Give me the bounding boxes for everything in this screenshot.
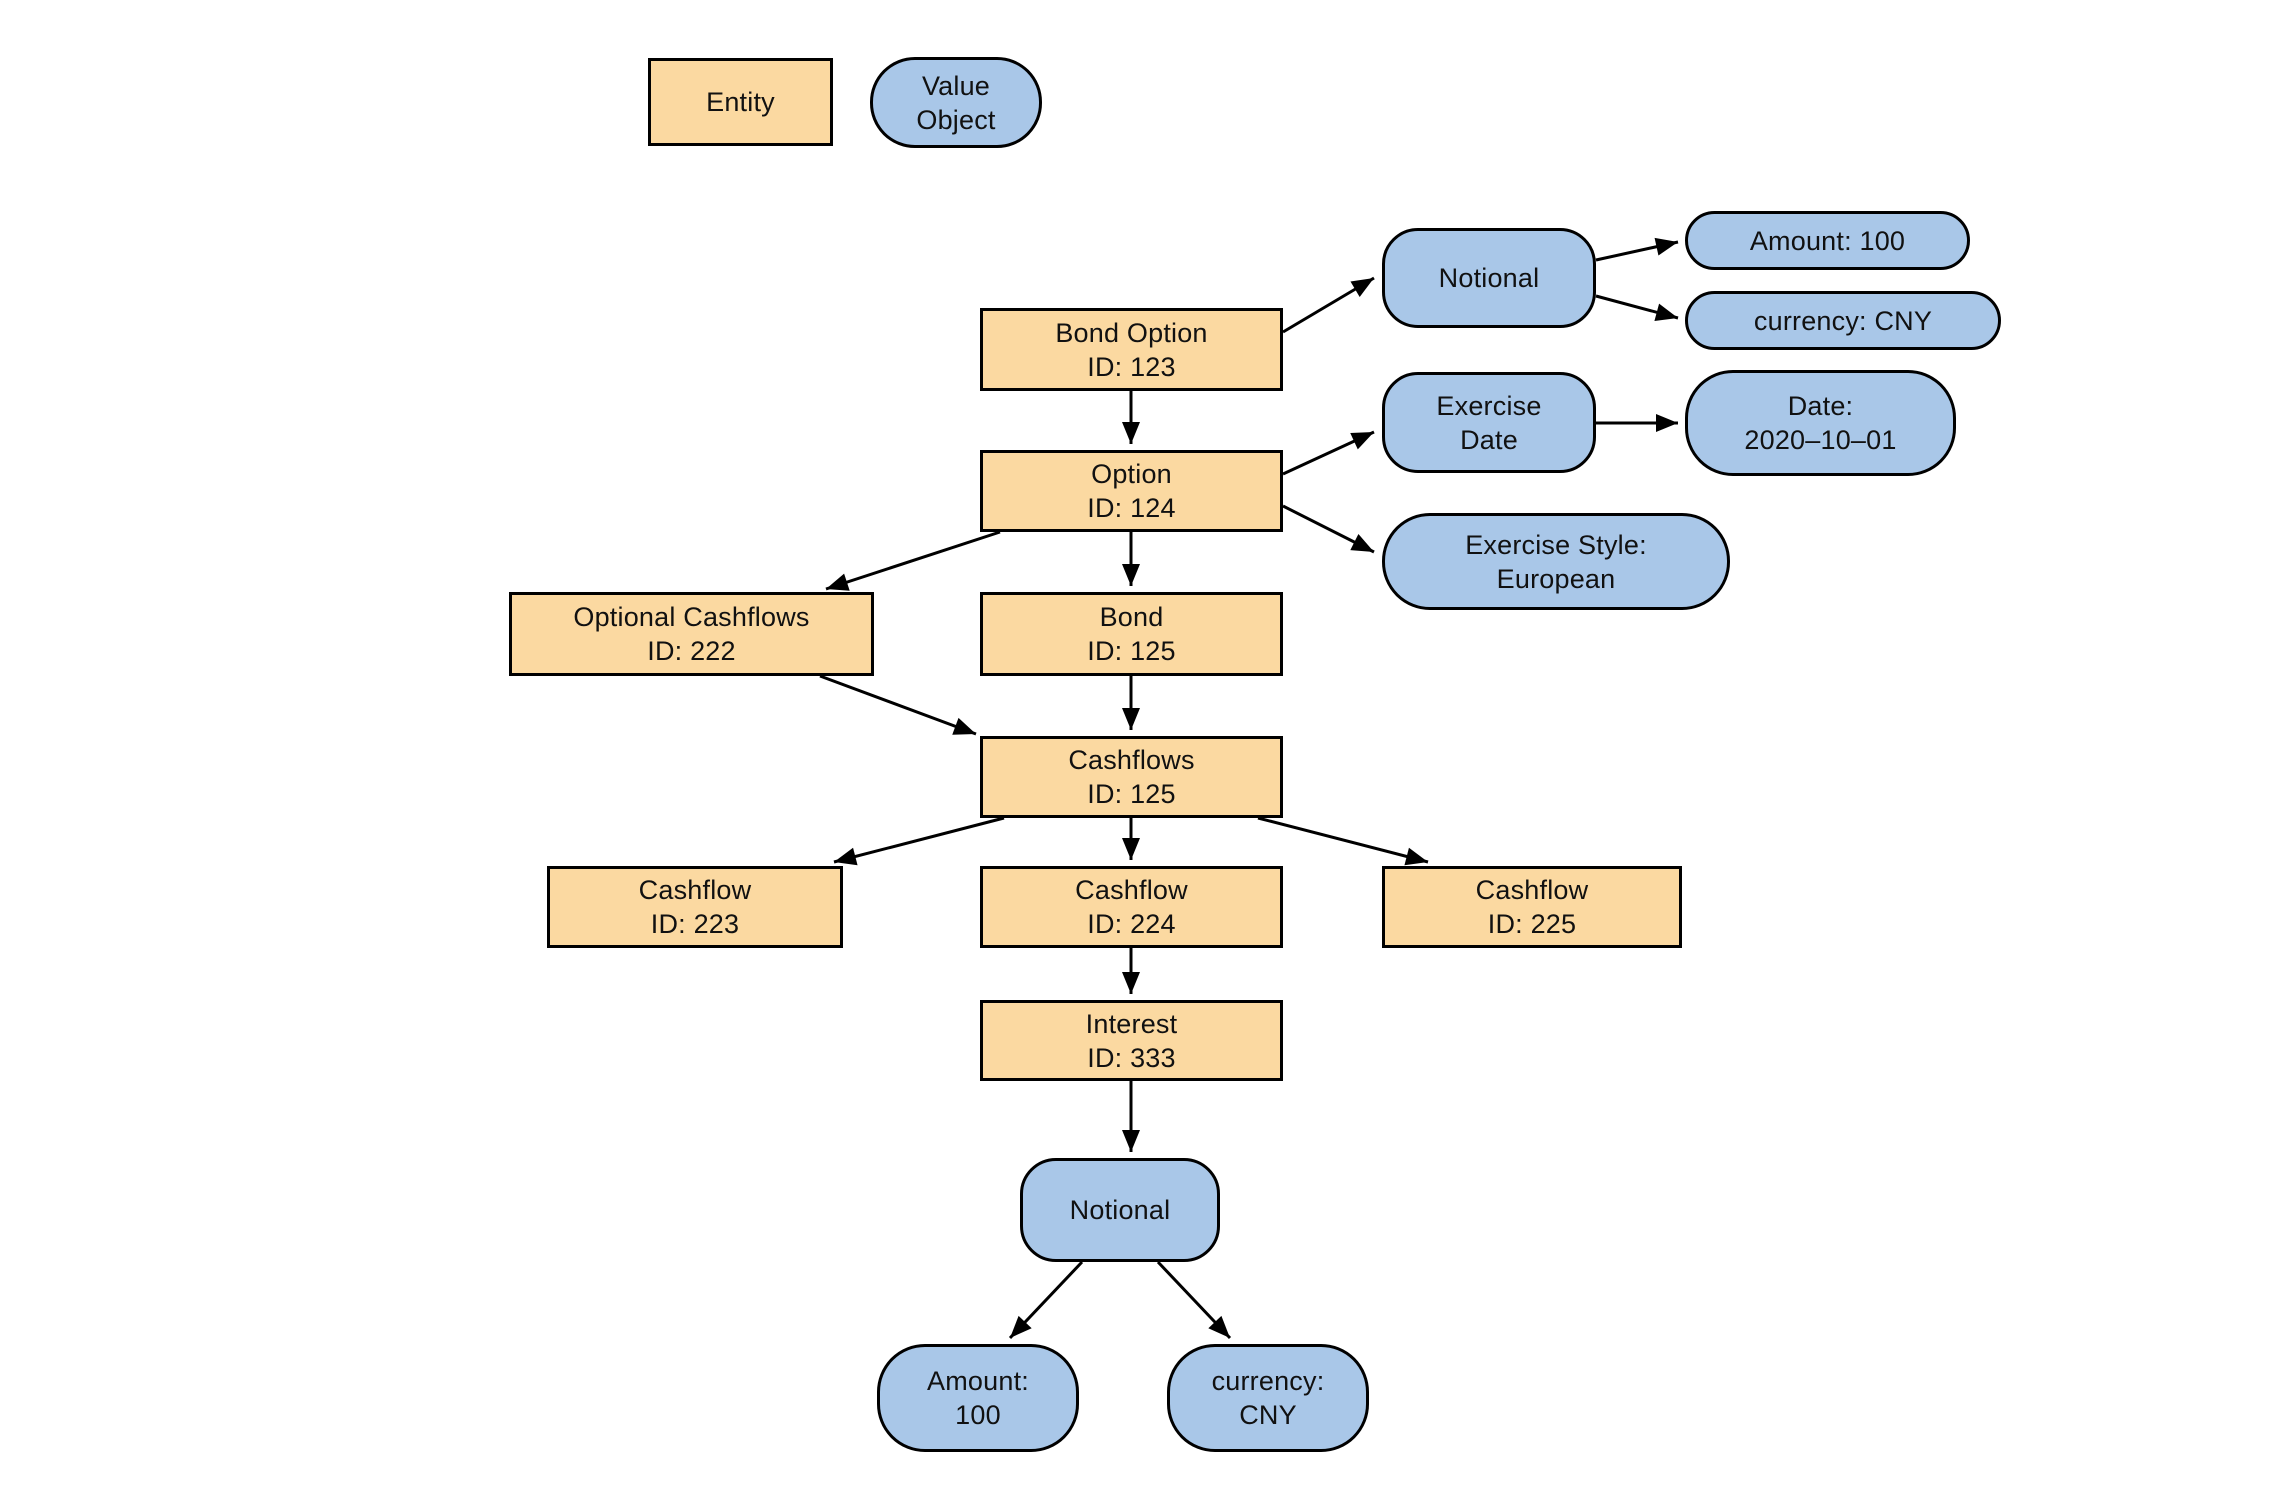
- node-amount-bottom: Amount: 100: [877, 1344, 1079, 1452]
- node-id: ID: 225: [1487, 909, 1577, 939]
- node-subtitle: 100: [955, 1400, 1001, 1430]
- node-bond-option: Bond Option ID: 123: [980, 308, 1283, 391]
- node-title: Notional: [1438, 263, 1540, 293]
- edge-cashflows-to-cashflow-225: [1257, 816, 1429, 866]
- node-title: Cashflows: [1068, 745, 1195, 775]
- node-cashflow-224: Cashflow ID: 224: [980, 866, 1283, 948]
- edge-bond-option-to-notional: [1282, 276, 1375, 334]
- node-id: ID: 222: [647, 636, 736, 666]
- node-optional-cashflows: Optional Cashflows ID: 222: [509, 592, 874, 676]
- legend-value-object-label-line2: Object: [916, 104, 996, 135]
- node-cashflow-225: Cashflow ID: 225: [1382, 866, 1682, 948]
- legend-value-object: Value Object: [870, 57, 1042, 148]
- node-title: Bond: [1099, 602, 1164, 632]
- node-currency-top: currency: CNY: [1685, 291, 2001, 350]
- node-title: Amount:: [927, 1366, 1029, 1396]
- node-id: ID: 123: [1087, 351, 1176, 382]
- node-date-value: Date: 2020–10–01: [1685, 370, 1956, 476]
- node-bond: Bond ID: 125: [980, 592, 1283, 676]
- edge-option-to-optional-cashflows: [825, 530, 1001, 591]
- edge-cashflows-to-cashflow-223: [833, 816, 1005, 866]
- node-amount-top: Amount: 100: [1685, 211, 1970, 270]
- node-exercise-date: Exercise Date: [1382, 372, 1596, 473]
- node-title: Optional Cashflows: [573, 602, 810, 632]
- node-id: ID: 224: [1087, 909, 1176, 939]
- node-subtitle: 2020–10–01: [1744, 425, 1897, 455]
- edge-option-to-exercise-date: [1282, 430, 1375, 476]
- edge-notional-to-currency-bottom: [1156, 1260, 1232, 1340]
- node-id: ID: 124: [1087, 493, 1176, 523]
- node-title: Cashflow: [1075, 875, 1188, 905]
- node-title: Exercise: [1436, 390, 1542, 421]
- edge-notional-to-amount-bottom: [1008, 1260, 1084, 1340]
- node-title: Exercise Style:: [1465, 529, 1647, 560]
- edge-notional-to-currency: [1595, 294, 1679, 321]
- node-id: ID: 333: [1087, 1042, 1176, 1073]
- node-subtitle: Date: [1460, 424, 1518, 455]
- node-id: ID: 125: [1087, 636, 1176, 666]
- node-cashflow-223: Cashflow ID: 223: [547, 866, 843, 948]
- legend-entity-label: Entity: [706, 87, 775, 117]
- edge-notional-to-amount: [1595, 237, 1679, 262]
- node-title: currency: CNY: [1753, 305, 1933, 336]
- node-title: Bond Option: [1055, 317, 1208, 348]
- node-id: ID: 125: [1087, 779, 1176, 809]
- node-interest: Interest ID: 333: [980, 1000, 1283, 1081]
- node-title: Notional: [1069, 1195, 1171, 1225]
- node-cashflows: Cashflows ID: 125: [980, 736, 1283, 818]
- node-id: ID: 223: [650, 909, 740, 939]
- node-subtitle: CNY: [1239, 1400, 1297, 1430]
- legend-value-object-label-line1: Value: [921, 70, 991, 101]
- node-title: Date:: [1787, 391, 1854, 421]
- node-title: Cashflow: [1475, 875, 1589, 905]
- node-title: Cashflow: [638, 875, 752, 905]
- node-currency-bottom: currency: CNY: [1167, 1344, 1369, 1452]
- node-title: currency:: [1211, 1366, 1325, 1396]
- node-title: Amount: 100: [1749, 225, 1906, 256]
- node-notional-top: Notional: [1382, 228, 1596, 328]
- node-exercise-style: Exercise Style: European: [1382, 513, 1730, 610]
- node-option: Option ID: 124: [980, 450, 1283, 532]
- edge-optional-cashflows-to-cashflows: [819, 674, 977, 736]
- legend-entity: Entity: [648, 58, 833, 146]
- edge-option-to-exercise-style: [1282, 504, 1375, 554]
- node-title: Option: [1091, 459, 1172, 489]
- node-notional-bottom: Notional: [1020, 1158, 1220, 1262]
- node-subtitle: European: [1496, 563, 1616, 594]
- node-title: Interest: [1085, 1008, 1178, 1039]
